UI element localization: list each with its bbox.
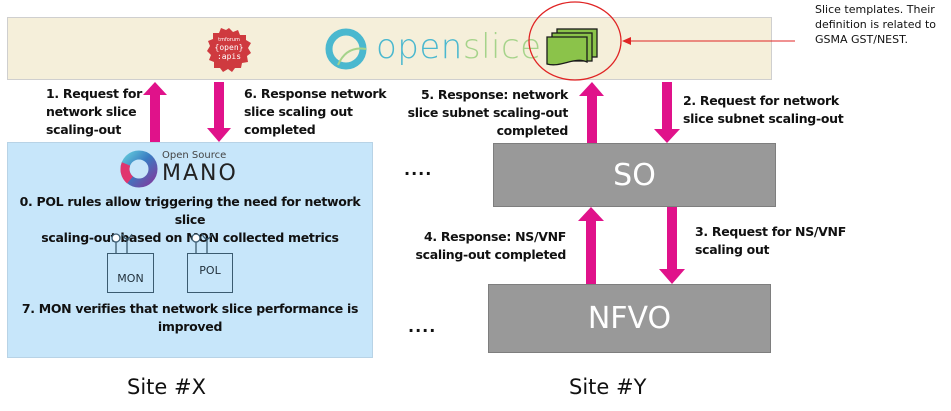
- nfvo-box: NFVO: [488, 284, 771, 353]
- annotation-line: Slice templates. Their: [815, 3, 935, 16]
- osm-logo: Open Source MANO: [120, 148, 240, 190]
- arrow-down-step3: [659, 207, 685, 284]
- step2-line: 2. Request for network: [683, 93, 839, 108]
- step5-line: 5. Response: network: [420, 87, 568, 102]
- annotation-line: GSMA GST/NEST.: [815, 33, 909, 46]
- arrow-down-step6: [207, 82, 231, 142]
- step5-line: slice subnet scaling-out: [407, 105, 569, 120]
- arrow-down-step2: [654, 82, 680, 143]
- ellipsis-lower: ....: [408, 317, 437, 336]
- step6-line: 6. Response network: [244, 86, 387, 101]
- step6-line: slice scaling out: [244, 104, 353, 119]
- site-x-label: Site #X: [127, 375, 206, 399]
- step4-label: 4. Response: NS/VNF scaling-out complete…: [400, 228, 566, 264]
- step1-line: network slice: [46, 104, 137, 119]
- mon-ports-icon: [111, 233, 133, 254]
- step3-line: 3. Request for NS/VNF: [695, 224, 846, 239]
- pol-label: POL: [199, 263, 221, 277]
- badge-line2: {open}: [214, 43, 244, 52]
- step1-line: 1. Request for: [46, 86, 142, 101]
- step7-label: 7. MON verifies that network slice perfo…: [12, 300, 368, 336]
- openslice-logo: openslice: [324, 25, 544, 73]
- slice-templates-annotation: Slice templates. Their definition is rel…: [815, 2, 951, 47]
- site-y-label: Site #Y: [569, 375, 647, 399]
- component-ports: [111, 233, 213, 254]
- slice-templates-highlight: [528, 1, 622, 81]
- openslice-ring-icon: [325, 28, 367, 70]
- annotation-line: definition is related to: [815, 18, 937, 31]
- ellipsis-upper: ....: [404, 160, 433, 179]
- so-label: SO: [613, 157, 656, 193]
- annotation-pointer-arrowhead: [622, 37, 631, 45]
- nfvo-label: NFVO: [587, 301, 672, 336]
- step5-line: completed: [496, 123, 569, 138]
- tmforum-openapi-badge: tmforum {open} :apis: [206, 27, 252, 73]
- step7-line: 7. MON verifies that network slice perfo…: [21, 301, 359, 316]
- step6-label: 6. Response network slice scaling out co…: [244, 85, 404, 139]
- openslice-portal-bar: [7, 17, 772, 80]
- arrow-up-step1: [143, 82, 167, 142]
- logo-open: open: [376, 27, 463, 67]
- badge-line3: :apis: [216, 52, 242, 61]
- step2-line: slice subnet scaling-out: [683, 111, 844, 126]
- seal-icon: [207, 28, 251, 72]
- step7-line: improved: [157, 319, 223, 334]
- osm-mano-box: [7, 142, 373, 358]
- mon-component: MON: [107, 253, 154, 293]
- step3-label: 3. Request for NS/VNF scaling out: [695, 223, 865, 259]
- step3-line: scaling out: [695, 242, 770, 257]
- osm-logo-small: Open Source: [162, 150, 227, 161]
- badge-line1: tmforum: [218, 37, 240, 43]
- so-box: SO: [493, 143, 776, 207]
- arrow-up-step5: [579, 82, 604, 143]
- step6-line: completed: [244, 122, 316, 137]
- step5-label: 5. Response: network slice subnet scalin…: [400, 86, 569, 140]
- step1-line: scaling-out: [46, 122, 122, 137]
- step1-label: 1. Request for network slice scaling-out: [46, 85, 156, 139]
- osm-swirl-icon: [120, 150, 158, 188]
- pol-ports-icon: [191, 233, 213, 254]
- slice-templates-icon: [545, 26, 605, 68]
- arrow-up-step4: [578, 207, 604, 284]
- logo-slice: slice: [462, 27, 542, 67]
- step4-line: 4. Response: NS/VNF: [423, 229, 566, 244]
- mon-label: MON: [117, 271, 144, 285]
- step0-line: 0. POL rules allow triggering the need f…: [19, 194, 361, 227]
- pol-component: POL: [187, 253, 233, 293]
- step4-line: scaling-out completed: [415, 247, 566, 262]
- osm-logo-big: MANO: [162, 161, 238, 186]
- step2-label: 2. Request for network slice subnet scal…: [683, 92, 863, 128]
